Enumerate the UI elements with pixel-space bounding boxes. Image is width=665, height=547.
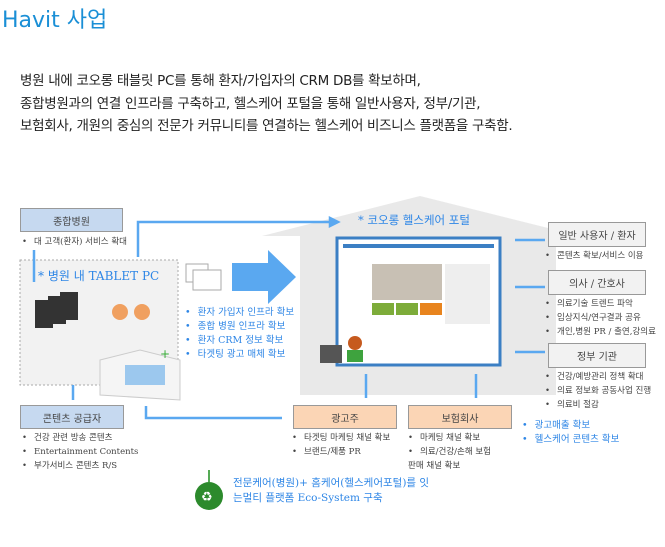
bullet: 타겟팅 마케팅 채널 확보 [292, 431, 390, 445]
bullet: Entertainment Contents [22, 445, 138, 459]
users-box: 일반 사용자 / 환자 [548, 222, 646, 247]
bullet: 종합 병원 인프라 확보 [185, 320, 294, 334]
recycle-globe-icon: ♻ [195, 470, 223, 510]
svg-text:+: + [160, 347, 170, 361]
advertiser-bullets: 타겟팅 마케팅 채널 확보브랜드/제품 PR [292, 431, 390, 459]
gov-box: 정부 기관 [548, 343, 646, 368]
portal-label: * 코오롱 헬스케어 포털 [358, 213, 470, 227]
hospital-box: 종합병원 [20, 208, 123, 232]
content-provider-box: 콘텐츠 공급자 [20, 405, 124, 429]
benefit-bullets: 환자 가입자 인프라 확보종합 병원 인프라 확보환자 CRM 정보 확보타겟팅… [185, 306, 294, 362]
insurance-box: 보험회사 [408, 405, 512, 429]
bullet: 건강/예방관리 정책 확대 [545, 370, 651, 384]
document-icon [185, 263, 222, 291]
hospital-building-icon: + [99, 347, 181, 401]
bullet: 의료 정보화 공동사업 진행 [545, 384, 651, 398]
bullet: 마케팅 채널 확보 [408, 431, 493, 445]
advertiser-box: 광고주 [293, 405, 397, 429]
intro-text: 병원 내에 코오롱 태블릿 PC를 통해 환자/가입자의 CRM DB를 확보하… [20, 70, 513, 138]
bullet: 헬스케어 콘텐츠 확보 [522, 433, 620, 447]
bullet: 환자 가입자 인프라 확보 [185, 306, 294, 320]
bullet: 의료/건강/손해 보험 판매 채널 확보 [408, 445, 493, 473]
intro-line: 병원 내에 코오롱 태블릿 PC를 통해 환자/가입자의 CRM DB를 확보하… [20, 73, 421, 89]
page-title: Havit 사업 [2, 8, 108, 33]
content-bullets: 건강 관련 방송 콘텐츠Entertainment Contents부가서비스 … [22, 431, 138, 473]
doctors-box: 의사 / 간호사 [548, 270, 646, 295]
bullet: 대 고객(환자) 서비스 확대 [22, 235, 127, 249]
bullet: 의료비 절감 [545, 398, 651, 412]
bullet: 의료기술 트렌드 파악 [545, 297, 656, 311]
bullet: 환자 CRM 정보 확보 [185, 334, 294, 348]
doctor-icons [112, 304, 150, 320]
intro-line: 종합병원과의 연결 인프라를 구축하고, 헬스케어 포털을 통해 일반사용자, … [20, 95, 481, 112]
bullet: 건강 관련 방송 콘텐츠 [22, 431, 138, 445]
eco-line: 전문케어(병원)+ 홈케어(헬스케어포털)를 잇 [233, 477, 430, 489]
tablet-label: * 병원 내 TABLET PC [38, 269, 160, 283]
bullet: 부가서비스 콘텐츠 R/S [22, 459, 138, 473]
insurance-bullets: 마케팅 채널 확보의료/건강/손해 보험 판매 채널 확보 [408, 431, 493, 473]
bullet: 광고매출 확보 [522, 419, 619, 433]
tablet-icons [35, 292, 78, 328]
doctors-bullets: 의료기술 트렌드 파악임상지식/연구결과 공유개인,병원 PR / 출연,강의료 [545, 297, 656, 339]
monitor-icon [320, 345, 342, 363]
revenue-bullets: 광고매출 확보헬스케어 콘텐츠 확보 [522, 419, 620, 447]
users-bullets: 콘텐츠 확보/서비스 이용 [545, 249, 643, 263]
user-icon [348, 336, 362, 350]
hospital-bullets: 대 고객(환자) 서비스 확대 [22, 235, 127, 249]
svg-text:♻: ♻ [201, 490, 213, 505]
intro-line: 보험회사, 개원의 중심의 전문가 커뮤니티를 연결하는 헬스케어 비즈니스 플… [20, 118, 513, 134]
gov-bullets: 건강/예방관리 정책 확대의료 정보화 공동사업 진행의료비 절감 [545, 370, 651, 412]
bullet: 콘텐츠 확보/서비스 이용 [545, 249, 643, 263]
bullet: 임상지식/연구결과 공유 [545, 311, 656, 325]
big-arrow [232, 250, 296, 304]
eco-line: 는멀티 플랫폼 Eco-System 구축 [233, 492, 383, 504]
bullet: 브랜드/제품 PR [292, 445, 390, 459]
bullet: 타겟팅 광고 매체 확보 [185, 348, 294, 362]
bullet: 개인,병원 PR / 출연,강의료 [545, 325, 656, 339]
